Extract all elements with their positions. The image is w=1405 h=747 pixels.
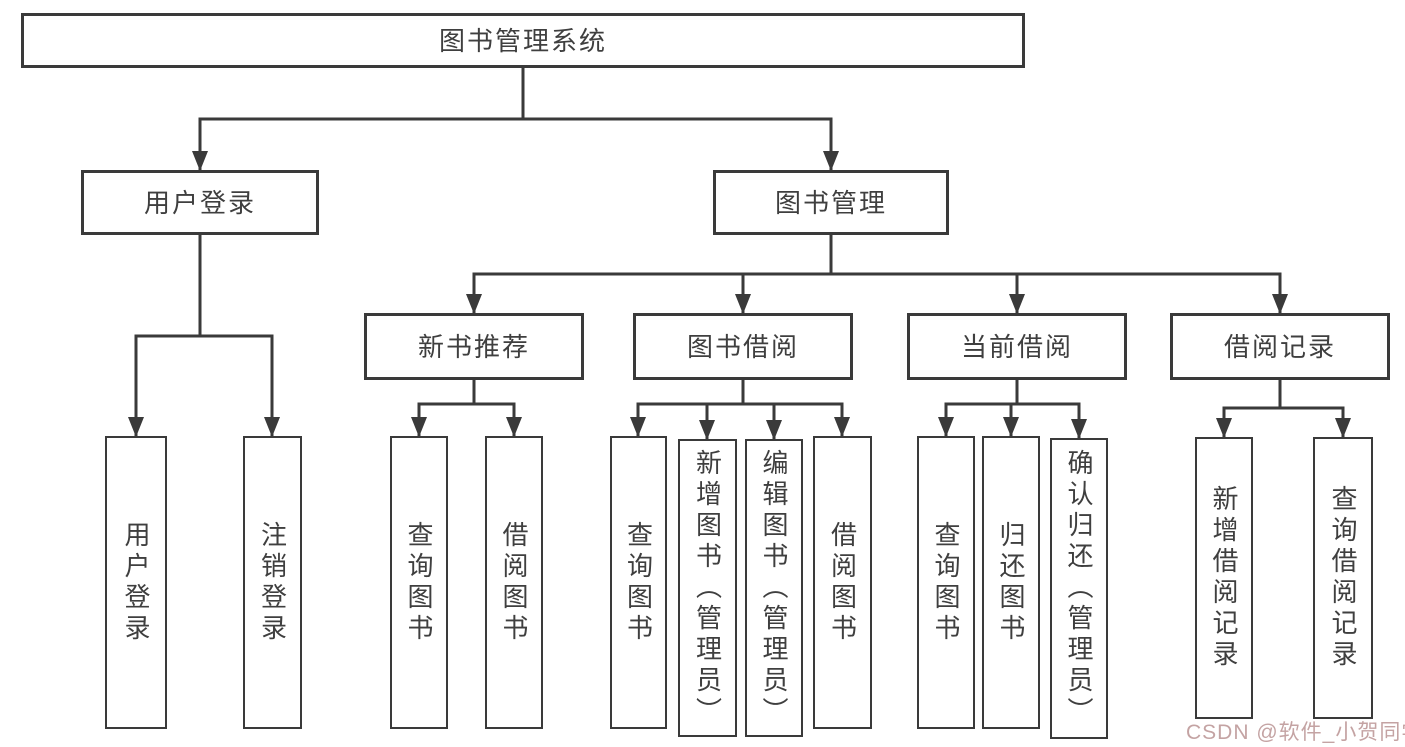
node-user-login: 用户登录 — [81, 170, 319, 235]
leaf-add-books-admin: 新增图书（管理员） — [678, 439, 737, 737]
node-library-management-system: 图书管理系统 — [21, 13, 1025, 68]
csdn-watermark: CSDN @软件_小贺同学 — [1186, 721, 1405, 744]
leaf-query-books-1: 查询图书 — [390, 436, 448, 729]
leaf-user-login: 用户登录 — [105, 436, 167, 729]
leaf-query-books-2: 查询图书 — [610, 436, 667, 729]
leaf-return-books: 归还图书 — [982, 436, 1040, 729]
leaf-logout: 注销登录 — [243, 436, 302, 729]
node-current-borrowing: 当前借阅 — [907, 313, 1127, 380]
leaf-borrow-books-1: 借阅图书 — [485, 436, 543, 729]
node-new-book-recommend: 新书推荐 — [364, 313, 584, 380]
leaf-borrow-books-2: 借阅图书 — [813, 436, 872, 729]
node-borrowing-records: 借阅记录 — [1170, 313, 1390, 380]
node-book-management: 图书管理 — [713, 170, 949, 235]
leaf-query-borrow-record: 查询借阅记录 — [1313, 437, 1373, 719]
leaf-query-books-3: 查询图书 — [917, 436, 975, 729]
leaf-confirm-return-admin: 确认归还（管理员） — [1050, 438, 1108, 739]
node-book-borrowing: 图书借阅 — [633, 313, 853, 380]
leaf-edit-books-admin: 编辑图书（管理员） — [745, 439, 803, 737]
leaf-add-borrow-record: 新增借阅记录 — [1195, 437, 1253, 719]
